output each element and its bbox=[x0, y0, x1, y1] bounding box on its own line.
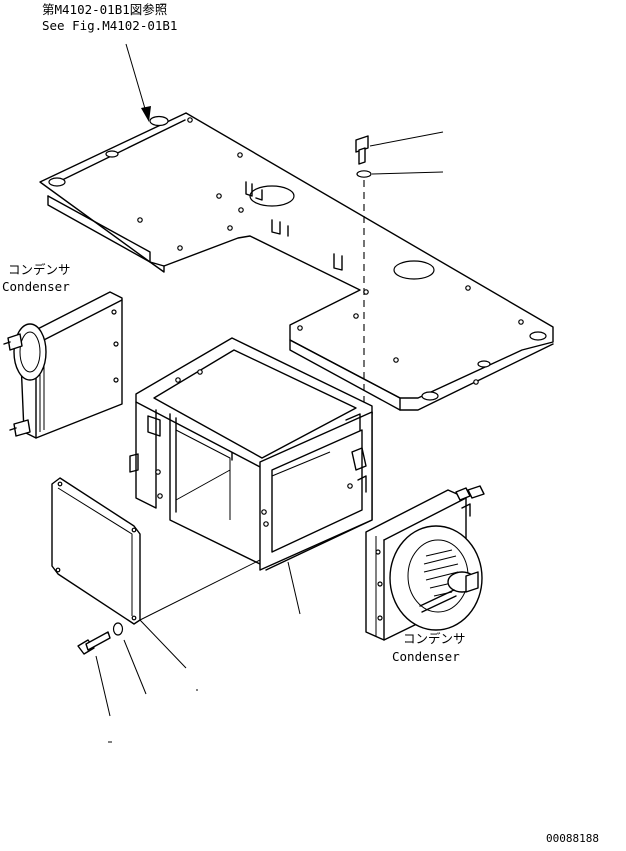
reference-line-jp: 第M4102-01B1図参照 bbox=[42, 2, 167, 17]
condenser-left: コンデンサ Condenser bbox=[2, 262, 123, 439]
condenser-left-label-jp: コンデンサ bbox=[8, 262, 71, 277]
cover-plate bbox=[51, 477, 261, 669]
condenser-right: コンデンサ Condenser bbox=[365, 485, 485, 664]
bolt-upper bbox=[355, 131, 444, 165]
condenser-left-label-en: Condenser bbox=[2, 279, 70, 294]
floor-plate bbox=[39, 112, 554, 411]
condenser-right-label-en: Condenser bbox=[392, 649, 460, 664]
bolt-lower bbox=[77, 631, 111, 717]
condenser-right-label-jp: コンデンサ bbox=[403, 631, 466, 646]
drawing-number: 00088188 bbox=[546, 832, 599, 845]
reference-line-en: See Fig.M4102-01B1 bbox=[42, 18, 177, 33]
washer-upper bbox=[356, 170, 444, 178]
reference-arrow bbox=[125, 43, 151, 122]
washer-lower bbox=[112, 622, 147, 695]
frame-box bbox=[129, 337, 373, 615]
